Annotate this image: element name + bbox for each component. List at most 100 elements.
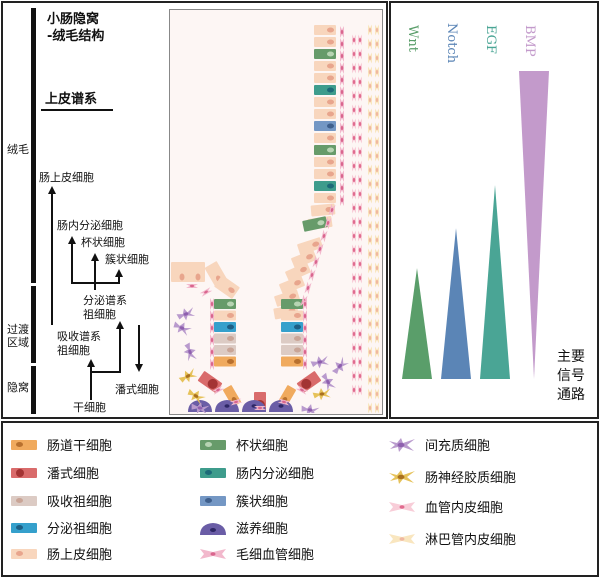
cell-nucleus xyxy=(375,154,379,158)
nucleus xyxy=(399,536,405,541)
vascular-endothelial-cell xyxy=(352,258,356,270)
arrow-head-absorptive-progenitor xyxy=(87,359,95,367)
crypt-cell xyxy=(214,310,236,321)
vascular-endothelial-cell xyxy=(352,202,356,214)
epithelial-cell xyxy=(314,25,336,35)
cell-nucleus xyxy=(207,378,218,389)
cell-nucleus xyxy=(352,80,356,84)
cell-nucleus xyxy=(368,392,372,396)
capillary-cell xyxy=(340,158,344,170)
cell-nucleus xyxy=(234,400,238,404)
lymphatic-endothelial-cell xyxy=(368,164,372,176)
legend-swatch-icon xyxy=(11,467,37,478)
crypt-villus-drawing xyxy=(171,24,379,417)
lymphatic-endothelial-cell xyxy=(375,206,379,218)
vascular-endothelial-cell xyxy=(358,132,362,144)
cell-nucleus xyxy=(294,359,301,364)
cell-nucleus xyxy=(352,150,356,154)
vascular-endothelial-cell xyxy=(358,160,362,172)
cell-nucleus xyxy=(368,406,372,410)
gradient-wnt xyxy=(402,268,432,379)
cell-nucleus xyxy=(306,286,310,290)
cell-nucleus xyxy=(375,182,379,186)
cell-nucleus xyxy=(375,224,379,228)
nucleus xyxy=(397,474,405,479)
lymphatic-endothelial-cell xyxy=(375,332,379,344)
crypt-cell xyxy=(281,333,303,344)
cell-nucleus xyxy=(352,94,356,98)
cell-nucleus xyxy=(310,273,314,277)
vascular-endothelial-cell xyxy=(358,384,362,396)
cell-nucleus xyxy=(358,52,362,56)
lymphatic-endothelial-cell xyxy=(375,220,379,232)
cell-nucleus xyxy=(375,238,379,242)
epithelial-cell xyxy=(291,249,317,269)
cell-nucleus xyxy=(358,38,362,42)
cell-nucleus xyxy=(307,408,313,412)
nucleus xyxy=(210,527,216,532)
pathway-label-bmp: BMP xyxy=(522,25,537,57)
legend-swatch-icon xyxy=(200,548,226,559)
cell-nucleus xyxy=(352,290,356,294)
region-bar-villus xyxy=(31,8,36,283)
cell-nucleus xyxy=(352,360,356,364)
lymphatic-endothelial-cell xyxy=(375,66,379,78)
cell-nucleus xyxy=(375,336,379,340)
capillary-cell xyxy=(340,194,344,206)
lymphatic-endothelial-cell xyxy=(375,234,379,246)
cell-nucleus xyxy=(358,66,362,70)
cell-nucleus xyxy=(352,304,356,308)
lymphatic-endothelial-cell xyxy=(375,24,379,36)
legend-item: 杯状细胞 xyxy=(200,435,288,454)
cell-nucleus xyxy=(340,174,344,178)
crypt-cell xyxy=(214,322,236,332)
cell-nucleus xyxy=(227,324,234,330)
legend-swatch-icon xyxy=(389,469,415,484)
crypt-cell xyxy=(281,322,303,332)
trophocyte xyxy=(215,400,239,412)
cell-nucleus xyxy=(368,28,372,32)
legend-label: 淋巴管内皮细胞 xyxy=(425,533,517,548)
cell-nucleus xyxy=(358,122,362,126)
legend-swatch-icon xyxy=(200,522,226,535)
lymphatic-endothelial-cell xyxy=(368,192,372,204)
epithelial-cell xyxy=(314,181,336,191)
panel-title-line1: 小肠隐窝 xyxy=(47,12,100,27)
arrow-head-goblet xyxy=(91,253,99,261)
crypt-base-cell xyxy=(296,371,322,393)
cell-nucleus xyxy=(210,362,214,366)
lymphatic-endothelial-cell xyxy=(368,178,372,190)
vascular-endothelial-cell xyxy=(358,90,362,102)
lymphatic-endothelial-cell xyxy=(375,304,379,316)
capillary-cell xyxy=(210,334,214,346)
legend-label: 杯状细胞 xyxy=(236,439,289,454)
lymphatic-endothelial-cell xyxy=(375,94,379,106)
pathway-label-egf: EGF xyxy=(483,25,498,54)
cell-nucleus xyxy=(358,234,362,238)
cell-nucleus xyxy=(368,238,372,242)
legend-item: 毛细血管细胞 xyxy=(200,544,314,563)
crypt-cell xyxy=(281,299,303,309)
cell-nucleus xyxy=(327,87,334,93)
cell-nucleus xyxy=(294,324,301,330)
cell-nucleus xyxy=(193,394,199,398)
legend-swatch-icon xyxy=(11,439,37,450)
vascular-endothelial-cell xyxy=(352,328,356,340)
cell-nucleus xyxy=(375,84,379,88)
lymphatic-endothelial-cell xyxy=(368,304,372,316)
capillary-cell xyxy=(254,406,266,410)
vascular-endothelial-cell xyxy=(352,48,356,60)
capillary-cell xyxy=(312,255,320,269)
cell-nucleus xyxy=(327,147,334,153)
cell-nucleus xyxy=(195,273,201,281)
vascular-endothelial-cell xyxy=(358,62,362,74)
cell-nucleus xyxy=(352,164,356,168)
pathway-label-notch: Notch xyxy=(444,23,459,64)
capillary-cell xyxy=(340,146,344,158)
cell-nucleus xyxy=(317,360,323,364)
cell-nucleus xyxy=(327,75,334,81)
mesenchymal-cell xyxy=(321,372,336,392)
cell-nucleus xyxy=(337,363,343,369)
epithelial-cell xyxy=(297,237,323,255)
cell-nucleus xyxy=(210,326,214,330)
